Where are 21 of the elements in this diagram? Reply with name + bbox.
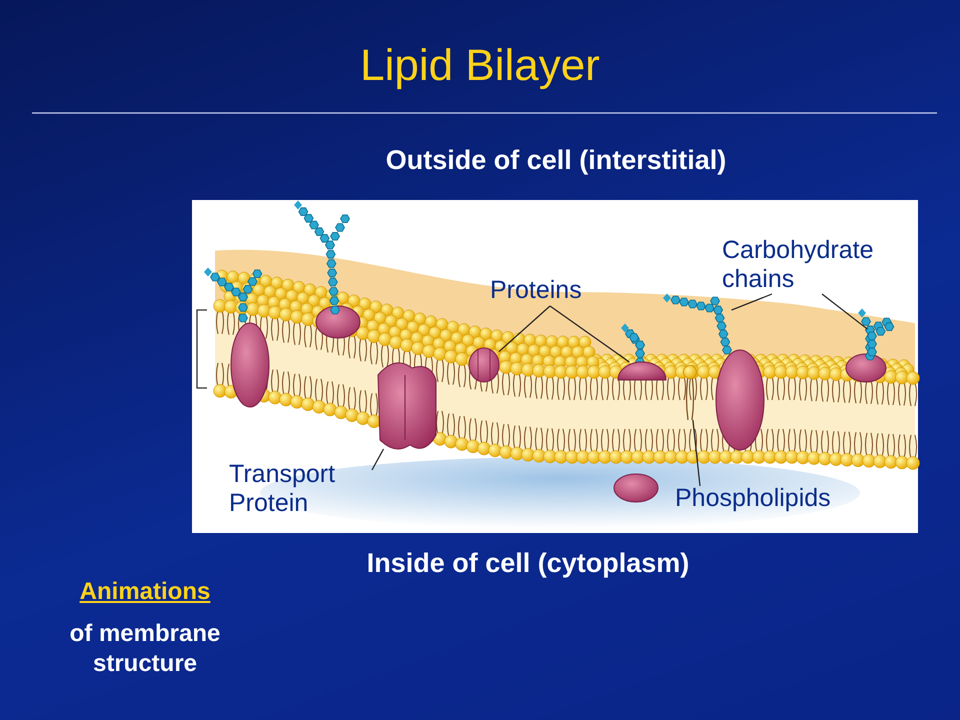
leader-line [371, 448, 384, 470]
transport-protein-drawing [378, 362, 436, 450]
phospholipid-drawing [683, 365, 697, 421]
carbohydrate-chain-drawing [663, 294, 732, 354]
leader-line [692, 420, 701, 486]
leader-line [731, 293, 772, 311]
inside-cell-label: Inside of cell (cytoplasm) [366, 548, 690, 579]
note-text: of membrane structure [68, 619, 222, 679]
callout-label: Transport Protein [229, 460, 369, 518]
slide-title: Lipid Bilayer [359, 40, 601, 92]
animations-link: Animations [78, 578, 212, 606]
outside-cell-label: Outside of cell (interstitial) [386, 145, 726, 176]
callout-label: Proteins [490, 276, 582, 305]
protein-drawing [468, 348, 500, 382]
callout-label: Carbohydrate chains [722, 236, 917, 294]
leader-line [822, 294, 868, 330]
carbohydrate-chain-drawing [867, 322, 894, 356]
callout-label: Phospholipids [675, 484, 831, 513]
protein-drawing [618, 362, 666, 380]
leader-line [550, 306, 630, 362]
leader-line [498, 306, 550, 352]
